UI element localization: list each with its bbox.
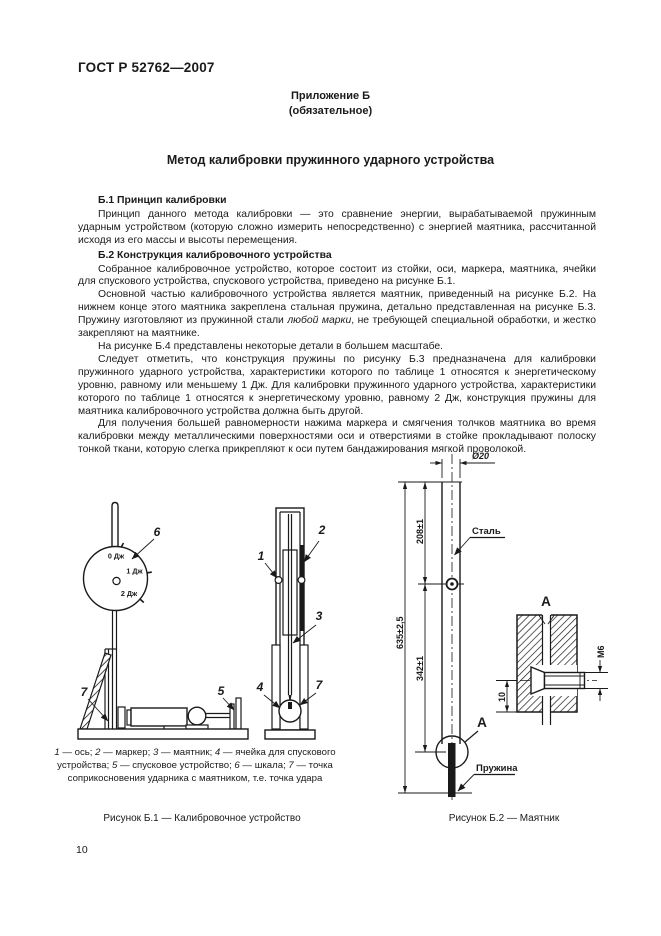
callout-3: 3	[292, 609, 323, 644]
paragraph-2-text-end: , не требующей специальной обработки, и …	[78, 315, 596, 340]
release-cell	[278, 699, 302, 723]
svg-text:А: А	[477, 715, 487, 730]
appendix-title: Приложение Б	[290, 90, 371, 102]
svg-text:Сталь: Сталь	[472, 526, 501, 537]
dial-top-rod	[111, 501, 119, 547]
callout-7-right: 7	[299, 678, 324, 706]
pendulum-main-view: Ø20 208±1 342±1 635±2,5	[395, 451, 518, 800]
svg-text:Ø20: Ø20	[472, 451, 489, 461]
legend-text: — ячейка для спускового устройства;	[57, 747, 336, 771]
svg-text:7: 7	[81, 685, 89, 699]
section-b1-heading: Б.1 Принцип калибровки	[98, 195, 227, 206]
svg-text:635±2,5: 635±2,5	[395, 617, 405, 649]
callout-7-left: 7	[81, 685, 109, 722]
axis-clip-right	[297, 575, 306, 584]
dimension-m6: М6	[584, 645, 608, 701]
svg-text:7: 7	[316, 678, 324, 692]
legend-num: 4	[214, 747, 221, 758]
figure-b2-drawing: Ø20 208±1 342±1 635±2,5	[395, 451, 608, 800]
label-steel: Сталь	[454, 526, 505, 556]
legend-text: — точка соприкосновения ударника с маятн…	[67, 760, 333, 784]
section-b2-paragraph-1: Собранное калибровочное устройство, кото…	[78, 263, 596, 288]
clamp-bolt	[502, 665, 597, 696]
section-b2-paragraph-5: Для получения большей равномерности нажи…	[78, 418, 596, 456]
spring-bar	[448, 743, 456, 797]
striker-tip	[288, 702, 292, 709]
detail-a-letter: А	[464, 715, 487, 743]
section-b2-paragraph-3: На рисунке Б.4 представлены некоторые де…	[98, 340, 444, 352]
section-b2-paragraph-2: Основной частью калибровочного устройств…	[78, 289, 596, 341]
legend-text: — шкала;	[239, 760, 289, 771]
section-b2-paragraph-4: Следует отметить, что конструкция пружин…	[78, 353, 596, 417]
label-spring: Пружина	[457, 763, 518, 792]
figure-b1-left-view: 0 Дж 1 Дж 2 Дж 6 5	[77, 501, 249, 740]
callout-1: 1	[258, 549, 278, 579]
svg-text:10: 10	[497, 692, 507, 702]
svg-text:5: 5	[218, 684, 225, 698]
dial-label-0j: 0 Дж	[108, 552, 125, 561]
legend-num: 5	[111, 760, 118, 771]
dial-label-2j: 2 Дж	[121, 589, 138, 598]
document-header: ГОСТ Р 52762—2007	[78, 60, 215, 75]
appendix-block: Приложение Б (обязательное)	[0, 89, 661, 119]
appendix-subtitle: (обязательное)	[288, 105, 373, 117]
callout-4: 4	[256, 680, 281, 709]
paragraph-2-italic-term: любой марки	[287, 315, 352, 327]
base-plate-left	[77, 728, 249, 740]
legend-num: 3	[152, 747, 159, 758]
section-b1-paragraph: Принцип данного метода калибровки — это …	[78, 208, 596, 246]
svg-text:М6: М6	[596, 645, 606, 658]
dial-label-1j: 1 Дж	[126, 567, 143, 576]
legend-num: 7	[288, 760, 294, 771]
figure-b2-caption: Рисунок Б.2 — Маятник	[448, 813, 560, 824]
section-b2-heading: Б.2 Конструкция калибровочного устройств…	[98, 249, 332, 261]
svg-text:6: 6	[154, 525, 161, 539]
marker-bar	[300, 545, 304, 631]
detail-a-view: А 10	[496, 594, 608, 726]
figure-b1-legend: 1 — ось; 2 — маркер; 3 — маятник; 4 — яч…	[40, 746, 350, 785]
svg-text:342±1: 342±1	[415, 656, 425, 681]
base-plate-right	[264, 729, 316, 740]
svg-text:2: 2	[318, 523, 326, 537]
legend-text: — ось;	[59, 747, 96, 758]
figure-b1-caption: Рисунок Б.1 — Калибровочное устройство	[103, 813, 301, 824]
svg-text:1: 1	[258, 549, 265, 563]
legend-text: — маятник;	[158, 747, 215, 758]
legend-text: — спусковое устройство;	[117, 760, 235, 771]
detail-a-title: А	[541, 594, 551, 609]
callout-2: 2	[303, 523, 326, 563]
svg-text:208±1: 208±1	[415, 519, 425, 544]
impact-device	[117, 697, 242, 731]
pendulum-steel-rod	[441, 482, 461, 744]
svg-text:3: 3	[316, 609, 323, 623]
legend-num: 6	[234, 760, 240, 771]
dimension-342: 342±1	[415, 584, 428, 752]
body-text: Б.1 Принцип калибровки Принцип данного м…	[78, 193, 596, 457]
dimension-208: 208±1	[415, 482, 428, 584]
legend-num: 1	[54, 747, 60, 758]
page-title: Метод калибровки пружинного ударного уст…	[166, 153, 495, 167]
figure-b1-right-view: 1 2 3 4 7	[256, 507, 326, 740]
frame-column-right	[299, 644, 309, 730]
legend-num: 2	[95, 747, 101, 758]
frame-column-left	[271, 644, 281, 730]
callout-6: 6	[131, 525, 161, 560]
scale-dial: 0 Дж 1 Дж 2 Дж	[82, 542, 152, 612]
dimension-diameter-20: Ø20	[430, 451, 495, 466]
paragraph-2-text: Основной частью калибровочного устройств…	[78, 289, 596, 327]
svg-text:4: 4	[256, 680, 264, 694]
figure-b1-drawing: 0 Дж 1 Дж 2 Дж 6 5	[77, 501, 326, 740]
dimension-10: 10	[496, 680, 517, 713]
dimension-635: 635±2,5	[395, 482, 408, 793]
callout-5: 5	[218, 684, 235, 711]
page-number: 10	[76, 844, 88, 856]
legend-text: — маркер;	[100, 747, 153, 758]
svg-text:Пружина: Пружина	[476, 763, 518, 774]
pendulum-body	[282, 549, 298, 636]
